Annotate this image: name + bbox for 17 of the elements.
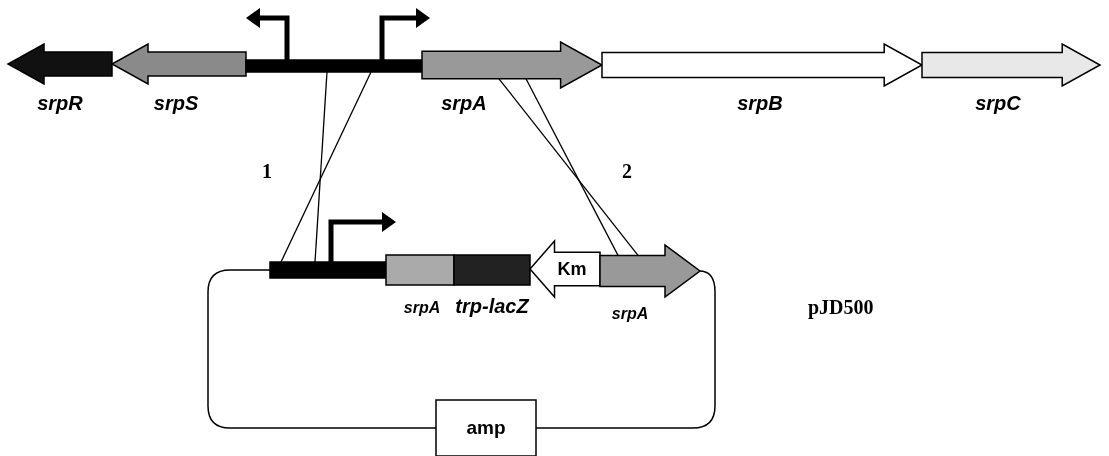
gene-label: srpA	[403, 299, 441, 317]
gene-label: srpS	[153, 92, 199, 115]
crossover-line	[525, 78, 619, 257]
gene-label: Km	[557, 258, 587, 280]
crossover-line	[314, 71, 328, 263]
recombination-site-number: 1	[262, 160, 272, 183]
gene-label: amp	[466, 417, 506, 439]
gene-label: srpR	[37, 92, 83, 115]
gene-label: srpA	[611, 305, 649, 323]
gene-label: srpC	[975, 92, 1021, 115]
recombination-site-number: 2	[622, 160, 632, 183]
plasmid-name: pJD500	[808, 296, 874, 319]
gene-label: srpA	[441, 92, 487, 115]
crossover-line	[280, 71, 372, 263]
gene-label: trp-lacZ	[455, 295, 529, 318]
gene-label: srpB	[737, 92, 783, 115]
crossover-line	[498, 78, 639, 257]
